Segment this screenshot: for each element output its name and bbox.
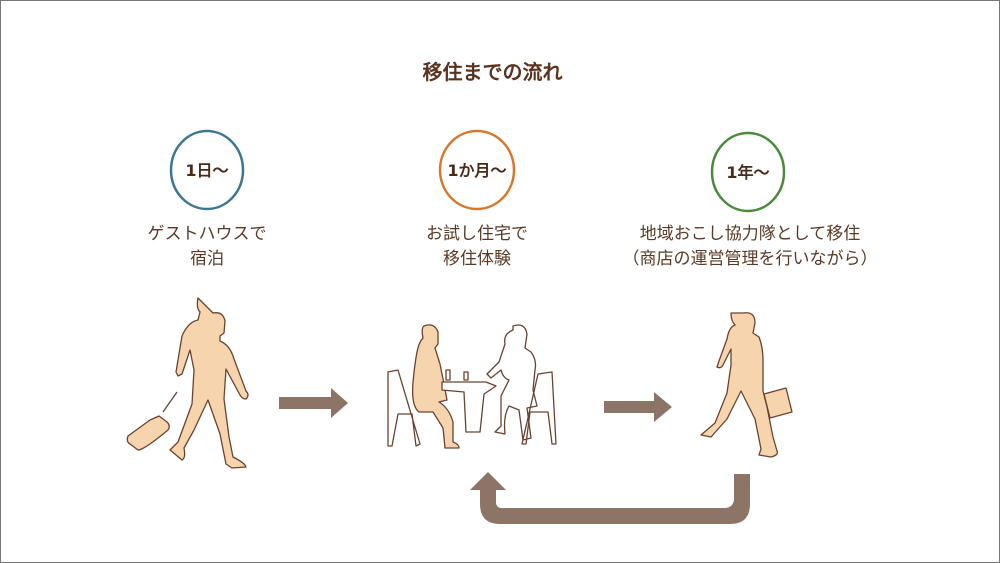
consultation-table-icon — [387, 324, 557, 449]
stage-label: 1日〜 — [185, 161, 229, 180]
description-line: ゲストハウスで — [147, 224, 267, 244]
arrows — [279, 388, 750, 524]
diagram-title: 移住までの流れ — [422, 60, 563, 84]
stage-label: 1年〜 — [726, 163, 770, 182]
return-arrow-icon — [470, 472, 750, 524]
description-line: 宿泊 — [190, 249, 224, 269]
description-line: 移住体験 — [443, 249, 511, 269]
businessman-walking-icon — [700, 312, 793, 458]
arrow-right-1-icon — [279, 388, 348, 418]
arrow-right-2-icon — [604, 392, 672, 422]
stage-description-year: 地域おこし協力隊として移住 （商店の運営管理を行いながら） — [600, 222, 900, 272]
stage-circle-month: 1か月〜 — [435, 128, 519, 212]
stage-description-day: ゲストハウスで 宿泊 — [107, 222, 307, 272]
description-line: お試し住宅で — [426, 224, 528, 244]
stage-circle-year: 1年〜 — [706, 130, 790, 214]
stage-description-month: お試し住宅で 移住体験 — [377, 222, 577, 272]
stage-label: 1か月〜 — [447, 161, 507, 180]
traveler-with-suitcase-icon — [126, 297, 249, 469]
description-line: （商店の運営管理を行いながら） — [622, 249, 878, 269]
description-line: 地域おこし協力隊として移住 — [639, 224, 861, 244]
stage-circle-day: 1日〜 — [165, 128, 249, 212]
